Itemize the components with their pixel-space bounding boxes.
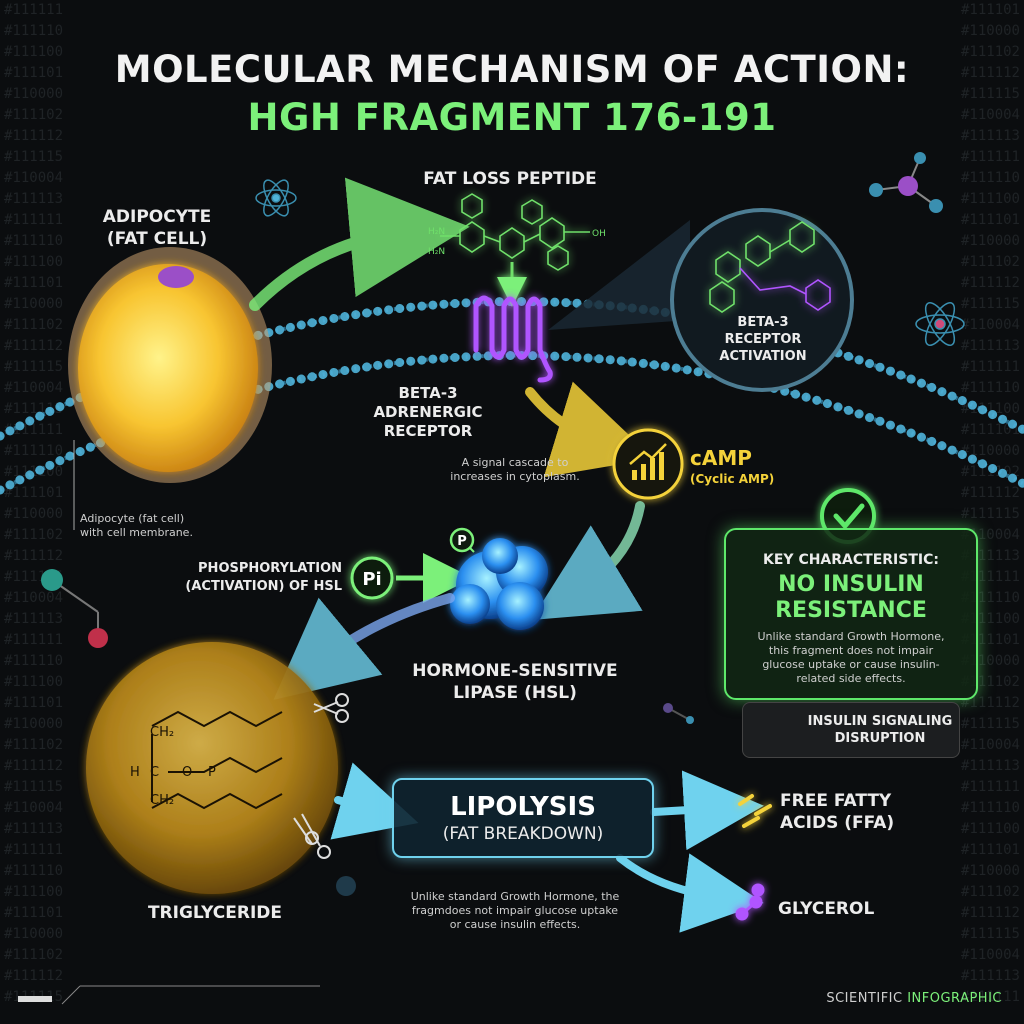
p-circle <box>449 527 475 553</box>
peptide-atom-oh: OH <box>592 229 606 239</box>
tg-h: H <box>130 765 140 780</box>
atom-icon-top-left <box>255 179 297 217</box>
magnifier-beam <box>548 220 690 330</box>
check-mark-icon <box>833 503 865 530</box>
page-title-line1: MOLECULAR MECHANISM OF ACTION: <box>114 48 910 91</box>
key-heading: KEY CHARACTERISTIC: <box>763 552 939 568</box>
scissors-icon <box>313 693 349 723</box>
peptide-atom-h2n-2: H₂N <box>428 247 445 257</box>
key-title-line1: NO INSULIN <box>778 572 924 597</box>
peptide-atom-h2n-1: H₂N <box>428 227 445 237</box>
footer-bar <box>18 996 52 1002</box>
p-label: P <box>457 534 467 549</box>
background-code-right: #111101 #110000 #111102 #111112 #111115 … <box>960 2 1020 1005</box>
tg-ch2-bot: CH₂ <box>150 793 174 808</box>
lipolysis-subtitle: (FAT BREAKDOWN) <box>442 824 604 844</box>
key-title-line2: RESISTANCE <box>775 598 927 623</box>
magnifier-circle <box>670 208 854 392</box>
lipolysis-box: LIPOLYSIS (FAT BREAKDOWN) <box>392 778 654 858</box>
tg-o: O <box>182 765 192 780</box>
atom-icon-right <box>915 301 965 347</box>
tg-ch2-top: CH₂ <box>150 725 174 740</box>
scissors-icon-2 <box>293 813 331 859</box>
key-body: Unlike standard Growth Hormone,this frag… <box>757 630 945 685</box>
fat-loss-peptide-label: FAT LOSS PEPTIDE <box>423 169 597 189</box>
arrow-to-camp <box>525 381 654 478</box>
glycerol-label: GLYCEROL <box>778 899 875 919</box>
footer-slash <box>61 985 81 1005</box>
adipocyte-note: Adipocyte (fat cell)with cell membrane. <box>80 512 193 539</box>
beta3-receptor <box>473 295 553 383</box>
tg-c: C <box>150 765 159 780</box>
triglyceride-droplet <box>86 642 338 894</box>
camp-label: cAMP <box>690 446 752 470</box>
key-characteristic-box: KEY CHARACTERISTIC: NO INSULIN RESISTANC… <box>724 528 978 700</box>
footer-label: SCIENTIFIC INFOGRAPHIC <box>826 991 1002 1006</box>
lipolysis-title: LIPOLYSIS <box>450 792 596 822</box>
arrow-to-hsl <box>531 501 645 620</box>
arrow-to-glycerol <box>616 853 764 933</box>
magnified-structure <box>709 221 831 313</box>
camp-icon <box>612 428 684 500</box>
nucleus <box>158 266 194 288</box>
phosphorylation-label: PHOSPHORYLATION(ACTIVATION) OF HSL <box>185 561 342 594</box>
arrow-to-triglyceride <box>273 593 455 700</box>
molecule-icon-top-right <box>869 152 943 213</box>
hsl-enzyme <box>450 538 548 630</box>
camp-sublabel: (Cyclic AMP) <box>690 472 775 486</box>
page-title-line2: HGH FRAGMENT 176-191 <box>247 96 777 139</box>
decorative-bubble <box>336 876 356 896</box>
arrow-to-ffa <box>650 770 764 851</box>
arrow-to-peptide <box>249 177 470 311</box>
triglyceride-label: TRIGLYCERIDE <box>147 903 283 923</box>
ffa-icon <box>738 794 772 828</box>
pi-label: Pi <box>362 569 381 590</box>
adipocyte-label: ADIPOCYTE(FAT CELL) <box>102 207 212 249</box>
arrow-to-lipolysis <box>330 762 419 840</box>
molecule-icon-left <box>41 569 108 648</box>
adipocyte-cell <box>68 247 272 483</box>
peptide-structure <box>440 193 590 307</box>
tg-p: P <box>208 765 216 780</box>
glycerol-icon <box>735 883 765 921</box>
molecule-icon-small <box>663 703 694 724</box>
